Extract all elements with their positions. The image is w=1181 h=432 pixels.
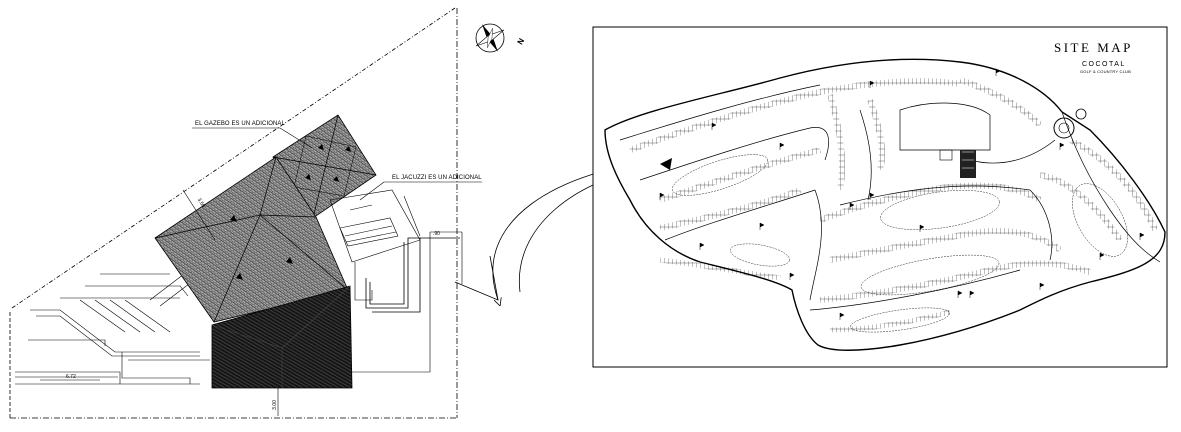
highlighted-lot (660, 158, 672, 170)
fairway-contours (672, 154, 1128, 333)
site-map (592, 26, 1168, 368)
site-map-title: SITE MAP (1054, 40, 1133, 55)
lot-rows (628, 77, 1158, 333)
dimension-bottom-left: 6.72 (66, 374, 76, 380)
note-leaders (192, 127, 482, 201)
brand-name: COCOTAL (1082, 61, 1126, 68)
gazebo-note: EL GAZEBO ES UN ADICIONAL (195, 121, 285, 127)
garage-roof (211, 285, 353, 389)
pool-outline (365, 237, 460, 313)
roads (619, 84, 1161, 311)
compass-icon (475, 23, 505, 53)
floor-plan (9, 7, 505, 419)
dimension-side-right: .90 (433, 231, 440, 237)
golf-flag-icons (659, 68, 1145, 320)
jacuzzi-note: EL JACUZZI ES UN ADICIONAL (392, 175, 482, 181)
roundabout-icon (1053, 108, 1087, 139)
dimension-bottom-center: 3.00 (271, 400, 278, 410)
brand-subtitle: GOLF & COUNTRY CLUB (1080, 69, 1131, 74)
dimension-lines (40, 189, 463, 416)
property-boundary (9, 7, 458, 419)
clubhouse-icon (939, 149, 976, 178)
house-roof (154, 156, 349, 323)
driveway-strips (15, 257, 211, 385)
